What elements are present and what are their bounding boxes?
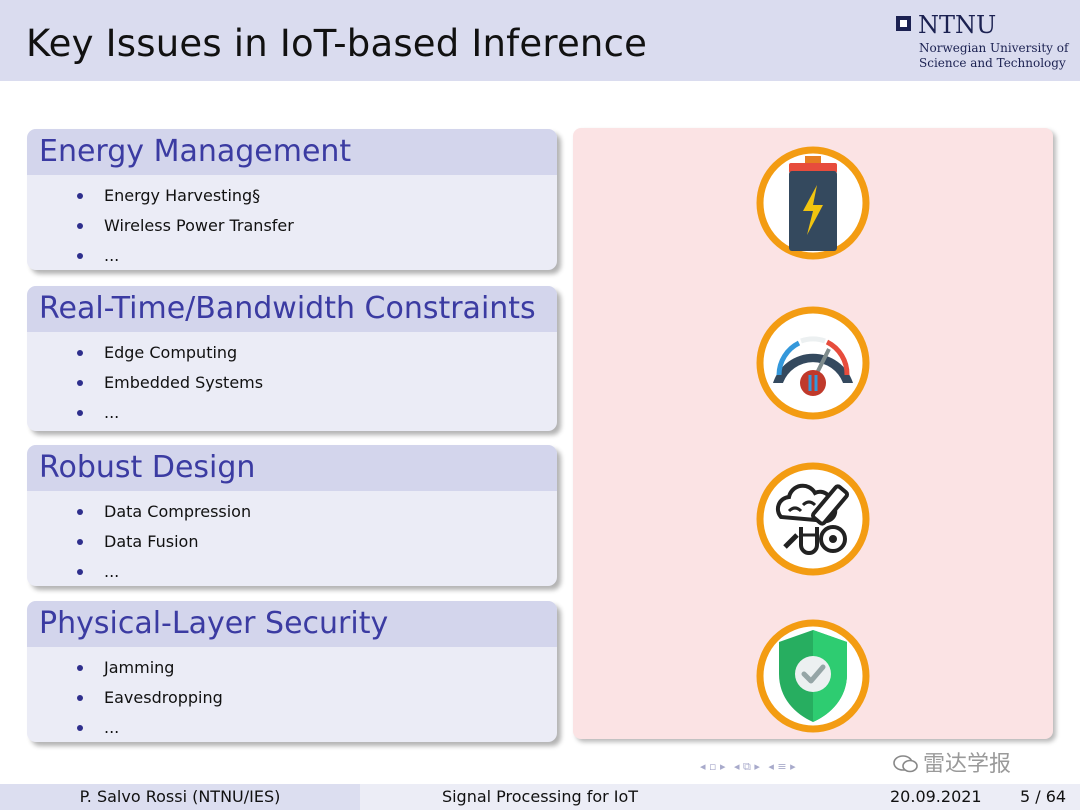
bullet-icon <box>77 253 83 259</box>
shield-check-icon <box>755 618 871 734</box>
list-item-text: Jamming <box>104 658 175 677</box>
footer-talk-title: Signal Processing for IoT <box>441 787 639 806</box>
bullet-icon <box>77 410 83 416</box>
list-item-text: Data Compression <box>104 502 252 521</box>
block-energy-management: Energy Management Energy Harvesting§ Wir… <box>27 129 557 270</box>
block-real-time-bandwidth: Real-Time/Bandwidth Constraints Edge Com… <box>27 286 557 431</box>
slide-footer: P. Salvo Rossi (NTNU/IES) Signal Process… <box>0 784 1080 810</box>
list-item: Data Compression <box>74 497 557 527</box>
logo-subtitle-line1: Norwegian University of <box>919 41 1069 55</box>
nav-prev-subsection-icon[interactable]: ◂ ⧉ ▸ <box>734 760 760 773</box>
list-item-text: Energy Harvesting§ <box>104 186 261 205</box>
block-robust-design: Robust Design Data Compression Data Fusi… <box>27 445 557 586</box>
ntnu-logo-mark-icon <box>896 16 911 31</box>
list-item: ... <box>74 398 557 428</box>
list-item: Data Fusion <box>74 527 557 557</box>
bullet-icon <box>77 380 83 386</box>
bullet-icon <box>77 223 83 229</box>
block-title: Energy Management <box>27 129 557 175</box>
bullet-icon <box>77 193 83 199</box>
bullet-icon <box>77 350 83 356</box>
item-list: Jamming Eavesdropping ... <box>27 653 557 742</box>
list-item-text: Data Fusion <box>104 532 199 551</box>
slide-header: Key Issues in IoT-based Inference NTNU N… <box>0 0 1080 81</box>
logo-subtitle-line2: Science and Technology <box>919 56 1066 70</box>
list-item-text: ... <box>104 718 120 737</box>
bullet-icon <box>77 569 83 575</box>
list-item: Energy Harvesting§ <box>74 181 557 211</box>
list-item: Jamming <box>74 653 557 683</box>
illustration-panel <box>573 128 1053 739</box>
speedometer-icon <box>755 305 871 421</box>
beamer-navigation: ◂ ▫ ▸ ◂ ⧉ ▸ ◂ ≡ ▸ <box>700 760 801 776</box>
list-item-text: Edge Computing <box>104 343 238 362</box>
list-item: Embedded Systems <box>74 368 557 398</box>
nav-prev-section-icon[interactable]: ◂ ≡ ▸ <box>768 760 796 773</box>
nav-prev-frame-icon[interactable]: ◂ ▫ ▸ <box>700 760 726 773</box>
slide-title: Key Issues in IoT-based Inference <box>26 22 648 65</box>
battery-icon <box>755 145 871 261</box>
logo-name: NTNU <box>918 11 997 39</box>
item-list: Data Compression Data Fusion ... <box>27 497 557 586</box>
cloud-gear-icon <box>755 461 871 577</box>
footer-date: 20.09.2021 <box>890 787 982 806</box>
item-list: Energy Harvesting§ Wireless Power Transf… <box>27 181 557 270</box>
logo-subtitle: Norwegian University of Science and Tech… <box>919 41 1079 71</box>
bullet-icon <box>77 725 83 731</box>
list-item-text: Embedded Systems <box>104 373 264 392</box>
bullet-icon <box>77 509 83 515</box>
list-item-text: ... <box>104 562 120 581</box>
list-item-text: ... <box>104 403 120 422</box>
footer-author: P. Salvo Rossi (NTNU/IES) <box>0 784 360 810</box>
list-item: Eavesdropping <box>74 683 557 713</box>
list-item: Wireless Power Transfer <box>74 211 557 241</box>
list-item-text: Wireless Power Transfer <box>104 216 294 235</box>
item-list: Edge Computing Embedded Systems ... <box>27 338 557 428</box>
list-item: ... <box>74 557 557 586</box>
list-item: ... <box>74 241 557 270</box>
block-title: Robust Design <box>27 445 557 491</box>
list-item-text: ... <box>104 246 120 265</box>
block-title: Physical-Layer Security <box>27 601 557 647</box>
block-title: Real-Time/Bandwidth Constraints <box>27 286 557 332</box>
block-physical-layer-security: Physical-Layer Security Jamming Eavesdro… <box>27 601 557 742</box>
footer-page-number: 5 / 64 <box>1020 787 1067 806</box>
bullet-icon <box>77 665 83 671</box>
bullet-icon <box>77 695 83 701</box>
bullet-icon <box>77 539 83 545</box>
watermark-text: 雷达学报 <box>923 752 1012 777</box>
wechat-icon <box>893 755 918 773</box>
watermark: 雷达学报 <box>893 746 1011 778</box>
list-item: ... <box>74 713 557 742</box>
list-item: Edge Computing <box>74 338 557 368</box>
list-item-text: Eavesdropping <box>104 688 223 707</box>
